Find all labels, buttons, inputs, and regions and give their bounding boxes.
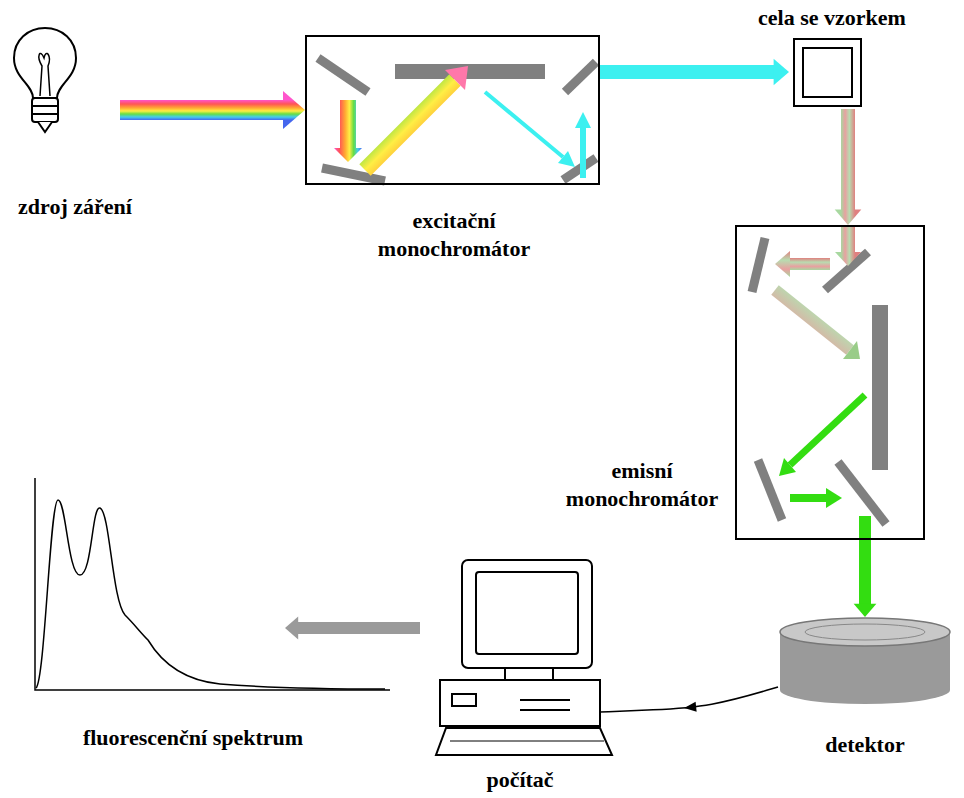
light-path-arrow xyxy=(285,617,420,640)
excitation-optics-part xyxy=(575,112,591,128)
light-path-arrow xyxy=(600,59,789,86)
sample-cell: cela se vzorkem xyxy=(793,38,862,107)
light-bulb-part xyxy=(32,105,58,107)
detector-cylinder-part xyxy=(780,618,950,646)
light-bulb-part xyxy=(14,28,76,98)
emission-optics-part xyxy=(838,462,886,524)
computer-icon-part xyxy=(452,694,476,706)
node-label: počítač xyxy=(486,766,553,794)
spectrum-plot xyxy=(35,478,390,690)
arrow-head xyxy=(854,604,877,617)
emission-optics-part xyxy=(843,341,860,359)
computer-icon-part xyxy=(436,728,612,755)
excitation-monochromator: excitační monochromátor xyxy=(305,35,600,185)
excitation-optics-part xyxy=(365,80,455,170)
arrow-head xyxy=(285,617,298,640)
light-path-arrow xyxy=(120,91,305,129)
light-path-arrow xyxy=(854,540,877,617)
emission-optics-part xyxy=(835,252,861,266)
spectrum: fluorescenční spektrum xyxy=(30,478,280,693)
light-path-arrow xyxy=(600,687,778,712)
label-text: počítač xyxy=(486,766,553,794)
arrow-head xyxy=(774,59,789,86)
excitation-optics xyxy=(318,58,596,181)
light-source: zdroj záření xyxy=(10,15,90,140)
computer-icon xyxy=(436,560,612,755)
detector: detektor xyxy=(780,615,950,705)
label-text: detektor xyxy=(825,731,904,759)
emission-optics-part xyxy=(825,252,868,290)
detector-cylinder-part xyxy=(805,624,925,640)
excitation-optics-part xyxy=(318,58,368,92)
emission-optics-part xyxy=(826,488,842,508)
computer-icon-part xyxy=(462,560,592,668)
emission-optics-part xyxy=(775,251,790,277)
emission-optics-part xyxy=(752,238,765,292)
light-beam xyxy=(120,100,284,120)
excitation-optics-part xyxy=(340,100,356,148)
light-bulb xyxy=(14,28,76,132)
node-label: cela se vzorkem xyxy=(758,4,906,32)
computer-icon-part xyxy=(440,680,600,726)
emission-optics xyxy=(752,225,888,540)
detector-cylinder xyxy=(780,618,950,704)
computer-icon-part xyxy=(476,572,578,654)
emission-optics-part xyxy=(841,225,855,255)
emission-optics-part xyxy=(779,458,796,476)
excitation-optics-part xyxy=(485,92,563,157)
excitation-optics-part xyxy=(565,62,596,92)
light-bulb-part xyxy=(38,122,52,132)
node-label: fluorescenční spektrum xyxy=(83,724,303,752)
cuvette xyxy=(803,48,852,97)
light-beam xyxy=(841,109,855,211)
label-text: fluorescenční spektrum xyxy=(83,724,303,752)
label-text: cela se vzorkem xyxy=(758,4,906,32)
arrow-head xyxy=(835,210,862,225)
emission-optics-part xyxy=(790,494,826,502)
emission-optics-part xyxy=(790,258,830,270)
computer: počítač xyxy=(436,560,612,755)
label-text: excitační monochromátor xyxy=(349,207,559,263)
emission-monochromator: emisní monochromátor xyxy=(735,225,925,540)
emission-optics-part xyxy=(872,305,888,470)
light-bulb-part xyxy=(32,113,58,115)
cable-line xyxy=(600,687,778,712)
computer-icon-part xyxy=(520,709,570,711)
excitation-optics-part xyxy=(445,66,468,90)
light-bulb-part xyxy=(32,98,58,122)
computer-icon-part xyxy=(505,668,553,680)
light-beam xyxy=(859,540,871,605)
label-text: zdroj záření xyxy=(18,193,132,221)
emission-optics-part xyxy=(758,460,782,520)
excitation-optics-part xyxy=(558,151,575,167)
computer-icon-part xyxy=(450,741,604,742)
light-beam xyxy=(297,622,420,634)
emission-optics-part xyxy=(859,516,871,540)
arrow-head xyxy=(283,91,305,129)
excitation-optics-part xyxy=(580,127,586,178)
light-path-arrow xyxy=(835,109,862,225)
node-label: excitační monochromátor xyxy=(349,207,559,263)
spectrum-plot-part xyxy=(36,500,385,689)
node-label: zdroj záření xyxy=(18,193,132,221)
excitation-optics-part xyxy=(334,148,362,162)
light-beam xyxy=(600,65,775,79)
emission-optics-part xyxy=(775,290,850,350)
excitation-optics-part xyxy=(395,64,545,79)
light-bulb-part xyxy=(39,53,50,96)
arrow-head xyxy=(684,702,696,712)
computer-icon-part xyxy=(520,699,570,701)
spectrum-plot-part xyxy=(35,478,390,690)
node-label: emisní monochromátor xyxy=(553,457,731,513)
emission-optics-part xyxy=(790,395,865,465)
label-text: emisní monochromátor xyxy=(553,457,731,513)
node-label: detektor xyxy=(825,731,904,759)
